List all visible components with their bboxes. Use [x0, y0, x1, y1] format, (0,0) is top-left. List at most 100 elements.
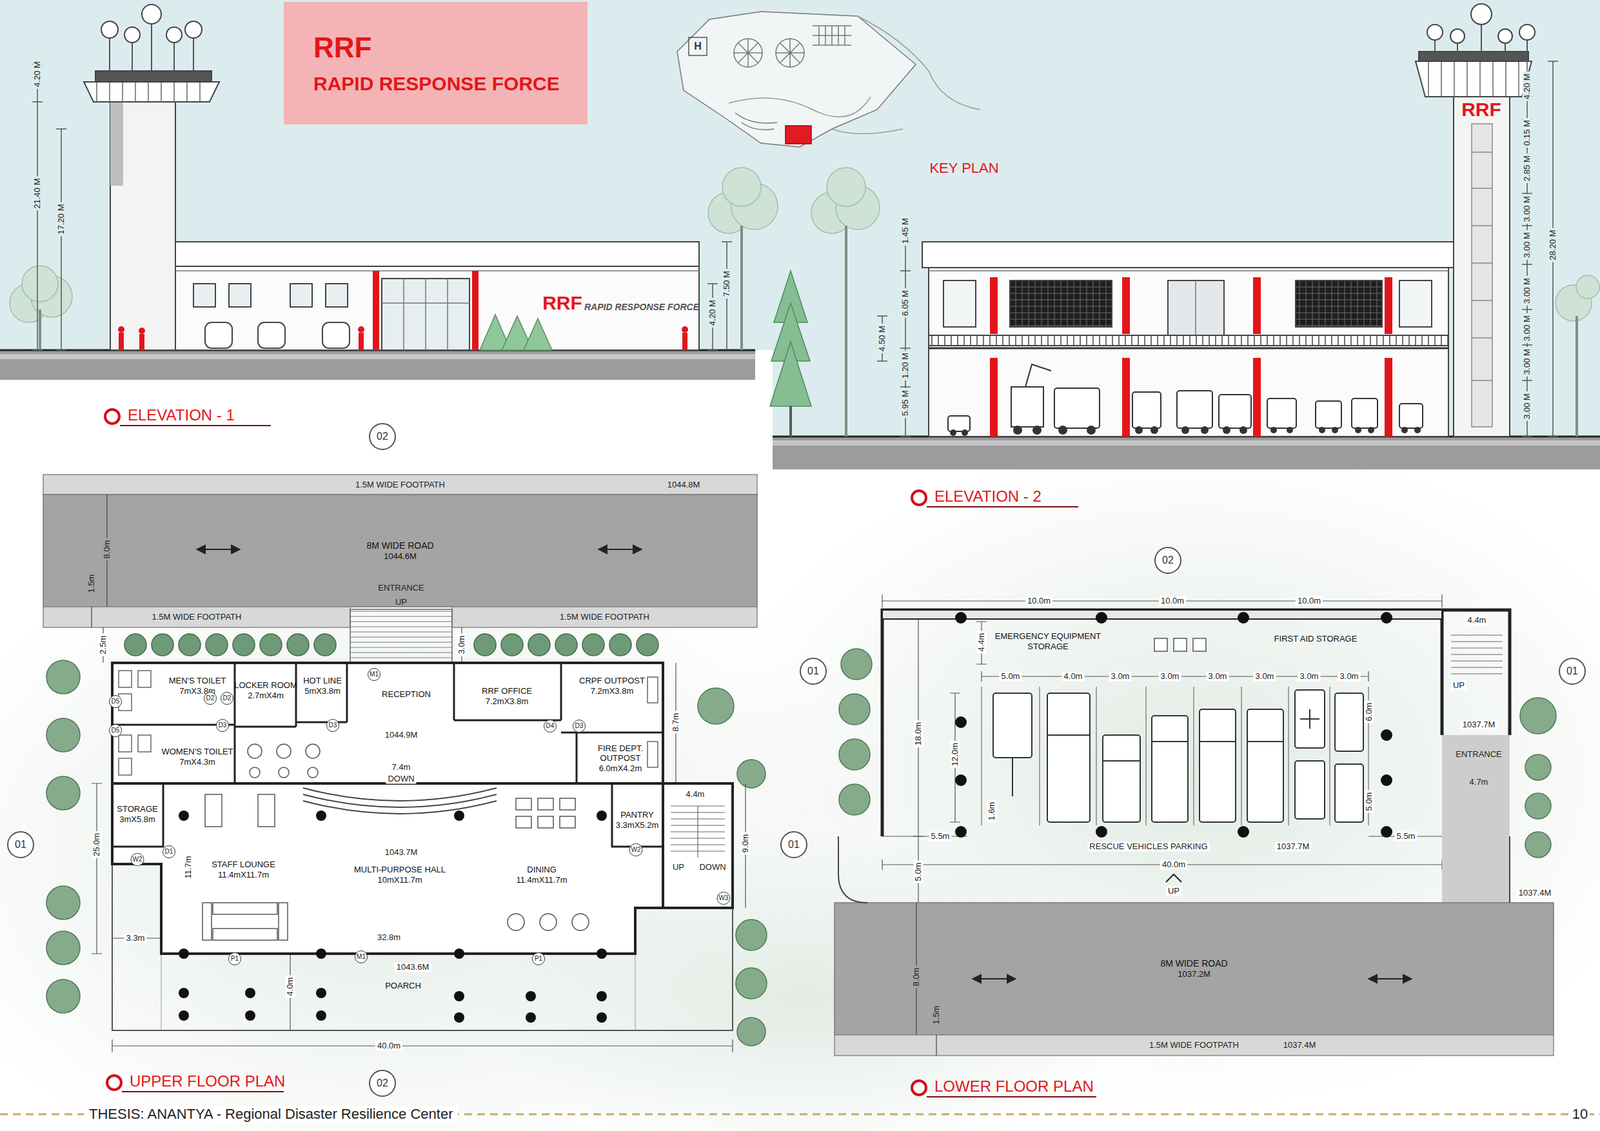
dimension-label: UP: [670, 862, 687, 873]
door-tag: W2: [130, 853, 145, 867]
dimension-label: 18.0m: [913, 720, 924, 748]
drawing-title: KEY PLAN: [929, 159, 999, 177]
dimension-label: 1044.8M: [665, 480, 703, 491]
node-title: LOCKER ROOM: [234, 680, 298, 691]
dimension-label: UP: [1165, 886, 1182, 897]
dimension-label: 2.85 M: [1522, 153, 1533, 184]
dimension-label: RESCUE VEHICLES PARKING: [1087, 842, 1210, 852]
dimension-label: 3.3m: [124, 933, 148, 944]
node-detail: 7mX4.3m: [179, 757, 216, 768]
door-tag: D2: [220, 691, 234, 705]
node-title: FIRST AID STORAGE: [1274, 633, 1358, 645]
door-tag: M1: [367, 668, 381, 682]
node-title: 1.5M WIDE FOOTPATH: [355, 479, 445, 491]
dimension-label: 11.7m: [183, 853, 194, 881]
room-box: PANTRY3.3mX5.2m: [612, 803, 662, 838]
node-title: DINING: [526, 864, 557, 876]
dimension-label: 3.00 M: [1522, 276, 1533, 306]
dimension-label: 3.0m: [1158, 671, 1182, 682]
dimension-label: 1.20 M: [900, 350, 911, 381]
door-tag: D2: [203, 691, 217, 705]
door-tag: D3: [216, 719, 229, 732]
dimension-label: 3.00 M: [1522, 346, 1533, 377]
dimension-label: 25.0m: [92, 831, 102, 859]
dimension-label: 21.40 M: [32, 176, 43, 211]
dimension-label: 1043.7M: [383, 848, 420, 858]
room-box: STAFF LOUNGE11.4mX11.7m: [196, 854, 291, 886]
sign-text: RAPID RESPONSE FORCE: [584, 301, 700, 313]
dimension-label: 3.00 M: [1522, 194, 1533, 224]
door-tag: P1: [228, 952, 242, 966]
section-marker: 01: [780, 831, 808, 859]
dimension-label: 3.00 M: [1522, 230, 1533, 260]
node-detail: 1037.2M: [1177, 969, 1211, 980]
dimension-label: 3.00 M: [1522, 391, 1533, 422]
dimension-label: ENTRANCE: [377, 583, 425, 594]
room-box: LOCKER ROOM2.7mX4m: [234, 668, 298, 714]
dimension-label: 12.0m: [950, 740, 961, 769]
room-box: FIRE DEPT. OUTPOST6.0mX4.2m: [577, 739, 664, 778]
dimension-label: 3.0m: [1206, 671, 1230, 682]
dimension-label: 1.5m: [87, 572, 97, 596]
node-title: WOMEN'S TOILET: [161, 746, 233, 758]
node-detail: 11.4mX11.7m: [217, 869, 269, 881]
dimension-label: 4.50 M: [877, 323, 888, 354]
dimension-label: 5.0m: [1364, 790, 1375, 814]
node-title: 8M WIDE ROAD: [1160, 958, 1228, 970]
node-detail: 2.7mX4m: [247, 690, 284, 702]
node-title: PANTRY: [620, 809, 654, 821]
dimension-label: 4.0m: [285, 975, 296, 999]
node-detail: 6.0mX4.2m: [599, 763, 642, 774]
dimension-label: DOWN: [697, 862, 728, 873]
upper-floor-plan: [43, 474, 767, 1053]
storage-zone: FIRST AID STORAGE: [1267, 630, 1364, 648]
node-detail: 11.4mX11.7m: [515, 875, 567, 886]
dimension-label: 4.20 M: [708, 297, 718, 328]
footpath-band: 1.5M WIDE FOOTPATH: [834, 1035, 1554, 1056]
dimension-label: 8.7m: [671, 711, 682, 734]
dimension-label: 4.0m: [1062, 671, 1085, 682]
node-title: EMERGENCY EQUIPMENT STORAGE: [994, 631, 1102, 652]
dimension-label: 1044.9M: [383, 730, 420, 741]
dimension-label: ENTRANCE: [1455, 750, 1502, 760]
node-title: 1.5M WIDE FOOTPATH: [559, 612, 650, 623]
dimension-label: 10.0m: [1295, 596, 1323, 607]
dimension-label: 1037.7M: [1274, 842, 1312, 852]
dimension-label: 3.0m: [1298, 671, 1321, 682]
sheet-caption: THESIS: ANANTYA - Regional Disaster Resi…: [83, 1106, 458, 1123]
dimension-label: 10.0m: [1158, 596, 1186, 607]
dimension-label: 4.7m: [1469, 777, 1489, 788]
dimension-label: 28.20 M: [1548, 228, 1559, 263]
node-title: RECEPTION: [381, 689, 431, 700]
node-title: HOT LINE: [303, 675, 342, 687]
dimension-label: 40.0m: [1160, 860, 1188, 870]
node-title: CRPF OUTPOST: [579, 675, 645, 687]
node-title: FIRE DEPT. OUTPOST: [577, 743, 664, 764]
dimension-label: 1037.7M: [1460, 720, 1498, 731]
key-plan: [677, 11, 981, 148]
node-detail: 1044.6M: [383, 551, 417, 562]
node-title: MULTI-PURPOSE HALL: [354, 864, 446, 876]
room-box: HOT LINE5mX3.8m: [297, 670, 347, 702]
door-tag: D1: [162, 845, 176, 859]
section-marker: 02: [368, 423, 396, 451]
dimension-label: 1.5m: [931, 1004, 942, 1027]
helipad-mark: H: [693, 40, 702, 53]
door-tag: W2: [629, 843, 643, 857]
node-title: 1.5M WIDE FOOTPATH: [1149, 1040, 1239, 1051]
node-detail: 3.3mX5.2m: [615, 820, 659, 831]
dimension-label: 32.8m: [375, 933, 403, 943]
dimension-label: UP: [1451, 681, 1467, 691]
footpath-band: 1.5M WIDE FOOTPATH: [43, 606, 351, 628]
room-box: WOMEN'S TOILET7mX4.3m: [159, 741, 236, 773]
dimension-label: 8.0m: [911, 966, 922, 989]
title-box: RRFRAPID RESPONSE FORCE: [283, 1, 588, 125]
node-title: STORAGE: [116, 804, 158, 815]
dimension-label: 9.0m: [740, 832, 751, 856]
node-title: RRF OFFICE: [481, 686, 533, 697]
node-title: 1.5M WIDE FOOTPATH: [152, 612, 242, 623]
node-title: MEN'S TOILET: [168, 675, 227, 687]
dimension-label: 0.15 M: [1522, 118, 1533, 148]
dimension-label: 1043.6M: [394, 962, 432, 973]
